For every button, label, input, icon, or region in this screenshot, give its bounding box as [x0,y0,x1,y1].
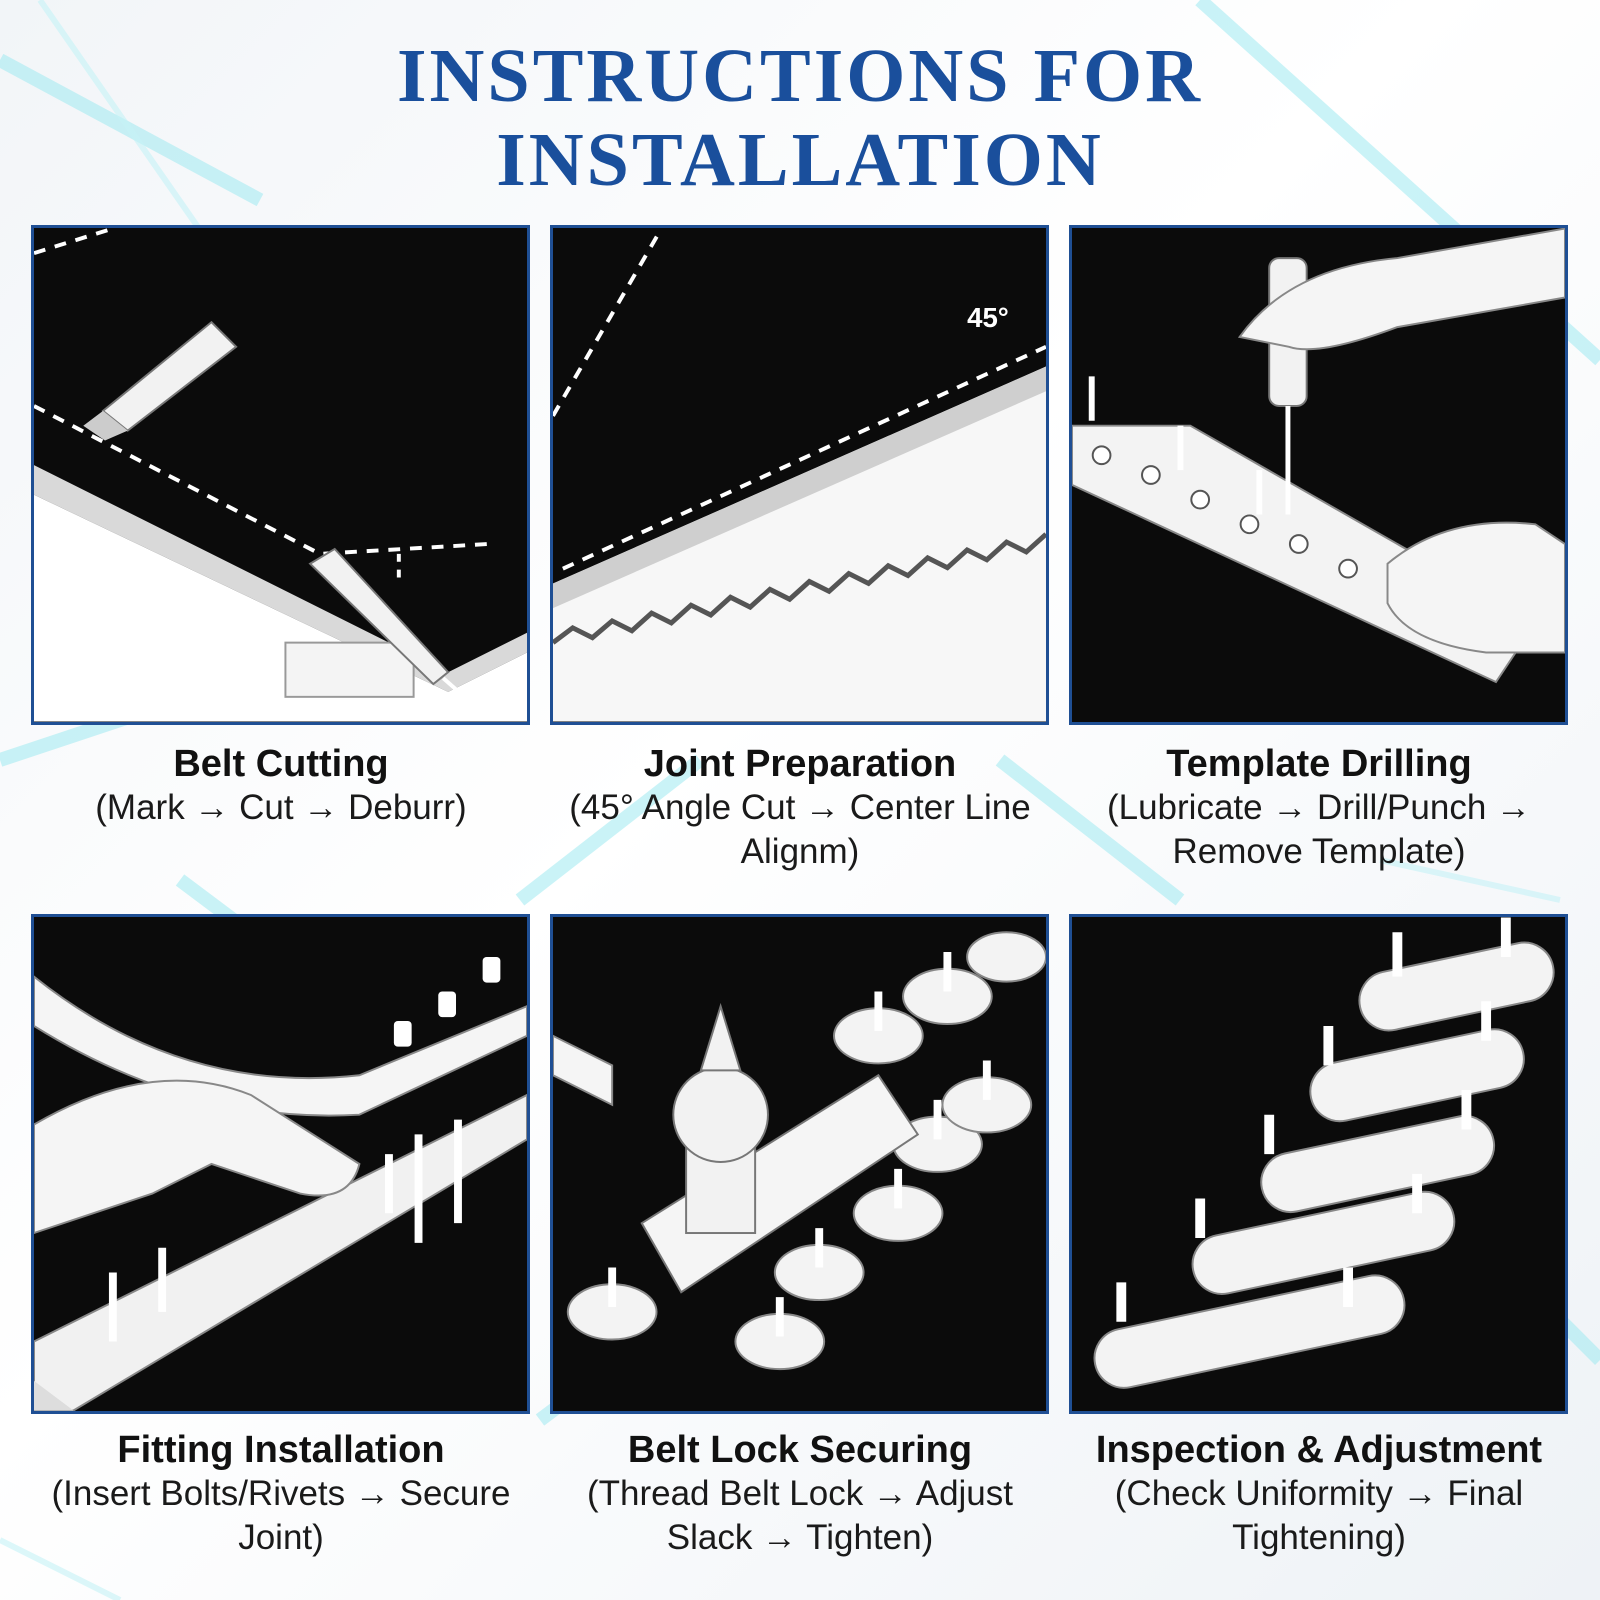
step-3-caption: Template Drilling (Lubricate → Drill/Pun… [1059,742,1579,874]
step-3-title: Template Drilling [1166,743,1472,785]
deburr-tool-icon [308,547,470,702]
step-1-illustration [31,225,530,725]
joint-preparation-drawing: 45° [553,228,1046,722]
belt-cutting-drawing [34,228,527,722]
step-6-title: Inspection & Adjustment [1095,1429,1543,1471]
step-6-illustration [1069,914,1568,1414]
step-4-illustration [31,914,530,1414]
hand-icon [34,1079,361,1235]
step-4-desc: (Insert Bolts/Rivets → Secure Joint) [51,1474,511,1557]
step-2-caption: Joint Preparation (45° Angle Cut → Cente… [540,742,1060,874]
step-1-title: Belt Cutting [173,743,389,785]
step-1-caption: Belt Cutting (Mark → Cut → Deburr) [21,742,541,830]
step-6-desc: (Check Uniformity → Final Tightening) [1114,1474,1524,1557]
step-4-title: Fitting Installation [117,1429,445,1471]
page-title: INSTRUCTIONS FOR INSTALLATION [0,34,1600,202]
hammer-icon [640,1002,920,1294]
title-line-2: INSTALLATION [496,118,1104,202]
belt-lock-securing-drawing [553,931,1046,1371]
inspection-adjustment-drawing [1093,917,1555,1389]
step-2-desc: (45° Angle Cut → Center Line Alignm) [569,788,1031,871]
step-5-illustration [550,914,1049,1414]
title-line-1: INSTRUCTIONS FOR [396,34,1204,118]
step-5-title: Belt Lock Securing [627,1429,973,1471]
step-2-title: Joint Preparation [643,743,957,785]
step-1-desc: (Mark → Cut → Deburr) [95,788,467,827]
step-3-illustration [1069,225,1568,725]
step-3-desc: (Lubricate → Drill/Punch → Remove Templa… [1106,788,1532,871]
marker-pen-icon [83,320,238,441]
hand-icon [1237,228,1565,654]
template-drilling-drawing [1072,228,1565,684]
step-6-caption: Inspection & Adjustment (Check Uniformit… [1059,1428,1579,1560]
step-4-caption: Fitting Installation (Insert Bolts/Rivet… [21,1428,541,1560]
step-5-caption: Belt Lock Securing (Thread Belt Lock → A… [540,1428,1060,1560]
angle-label: 45° [967,302,1009,333]
step-2-illustration: 45° [550,225,1049,725]
fitting-installation-drawing [34,956,527,1411]
step-5-desc: (Thread Belt Lock → Adjust Slack → Tight… [586,1474,1014,1557]
